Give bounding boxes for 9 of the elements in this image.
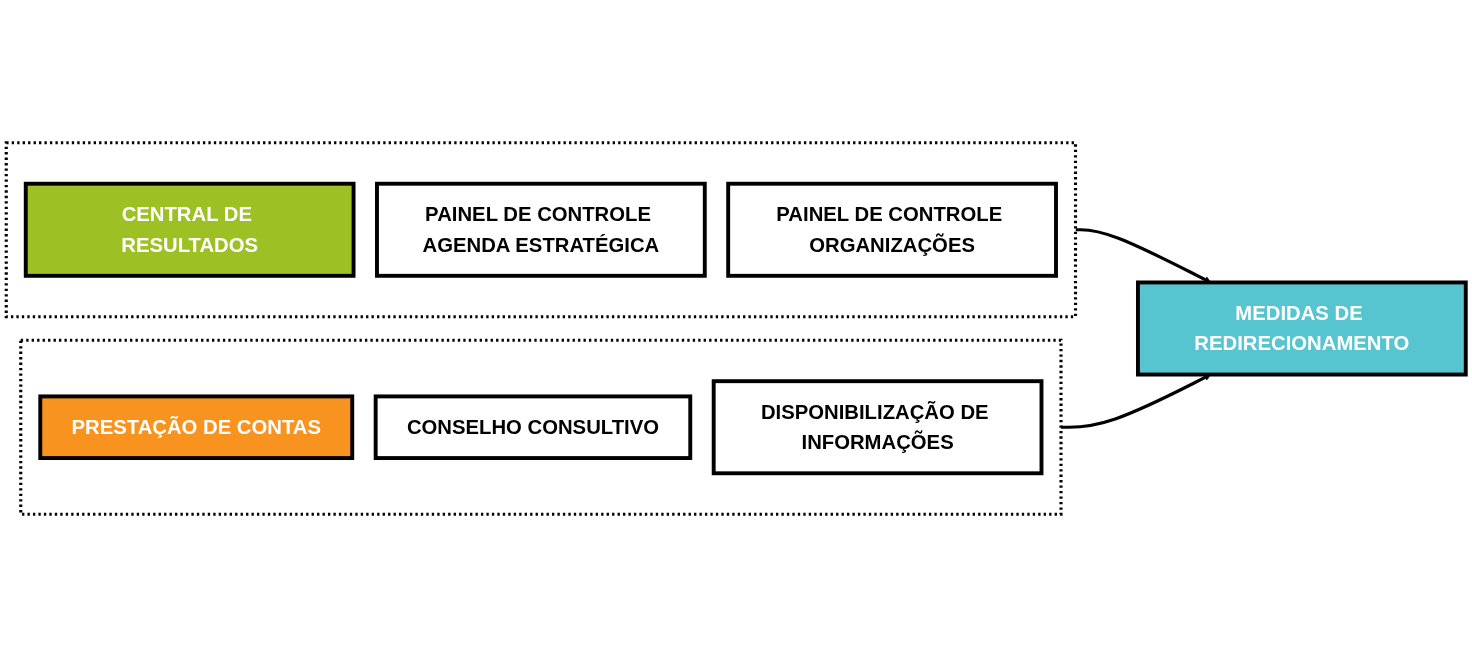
cluster xyxy=(19,338,1063,516)
cluster xyxy=(4,141,1078,319)
node-box: MEDIDAS DE REDIRECIONAMENTO xyxy=(1136,280,1468,377)
node-box: PAINEL DE CONTROLE AGENDA ESTRATÉGICA xyxy=(375,181,707,278)
node-box: CONSELHO CONSULTIVO xyxy=(373,394,693,460)
node-box: CENTRAL DE RESULTADOS xyxy=(23,181,356,278)
node-box: PAINEL DE CONTROLE ORGANIZAÇÕES xyxy=(726,181,1058,278)
node-box: PRESTAÇÃO DE CONTAS xyxy=(38,394,355,460)
node-box: DISPONIBILIZAÇÃO DE INFORMAÇÕES xyxy=(711,379,1044,476)
